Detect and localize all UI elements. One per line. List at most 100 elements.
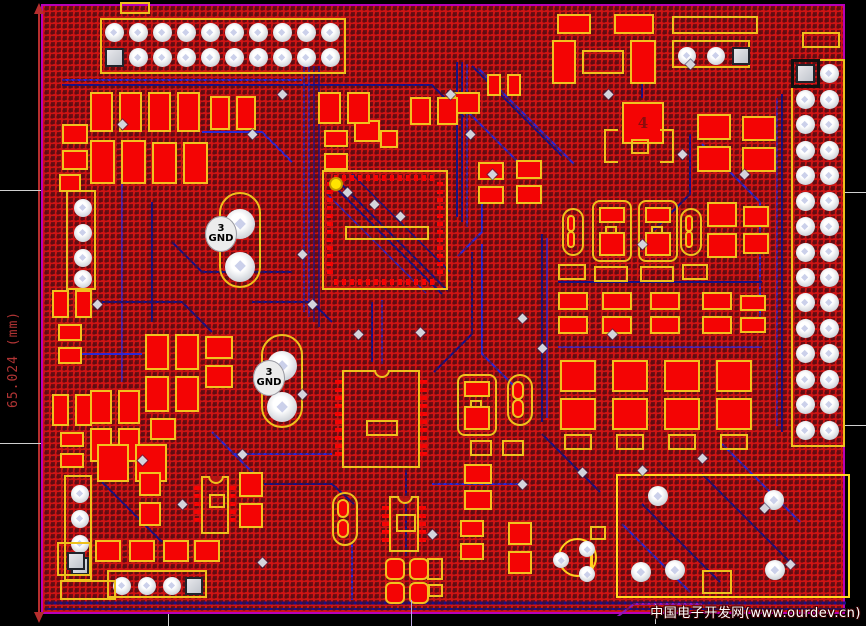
smd-component[interactable] <box>52 290 92 318</box>
smd-pad[interactable] <box>163 540 189 562</box>
smd-pad[interactable] <box>409 582 429 604</box>
silkscreen-outline[interactable] <box>60 580 116 600</box>
transistor[interactable] <box>553 538 602 582</box>
via[interactable] <box>353 329 364 340</box>
silkscreen-outline[interactable] <box>558 264 586 280</box>
smd-component[interactable] <box>560 360 596 430</box>
silkscreen-outline[interactable] <box>428 584 443 597</box>
smd-component[interactable] <box>516 160 542 204</box>
via[interactable] <box>517 479 528 490</box>
capacitor[interactable] <box>680 208 702 256</box>
smd-component[interactable] <box>707 202 737 258</box>
silkscreen-outline[interactable] <box>631 139 649 154</box>
via[interactable] <box>247 129 258 140</box>
connector[interactable] <box>672 40 750 68</box>
smd-component[interactable] <box>318 92 370 124</box>
via[interactable] <box>427 529 438 540</box>
smd-component[interactable] <box>487 74 521 96</box>
smd-component[interactable] <box>740 295 766 333</box>
smd-component[interactable] <box>62 124 88 170</box>
smd-component[interactable] <box>508 522 532 574</box>
smd-component[interactable] <box>743 206 769 254</box>
smd-pad[interactable] <box>95 540 121 562</box>
smd-component[interactable] <box>664 360 700 430</box>
via[interactable] <box>257 557 268 568</box>
via[interactable] <box>297 249 308 260</box>
smd-component[interactable] <box>210 96 256 130</box>
silkscreen-outline[interactable] <box>582 50 624 74</box>
smd-component[interactable] <box>90 92 142 132</box>
silkscreen-outline[interactable] <box>802 32 840 48</box>
through-hole-pad[interactable] <box>665 560 685 580</box>
silkscreen-outline[interactable] <box>594 266 628 282</box>
silkscreen-outline[interactable] <box>616 434 644 450</box>
electrolytic-capacitor[interactable] <box>457 374 497 436</box>
via[interactable] <box>677 149 688 160</box>
smd-component[interactable] <box>410 97 458 125</box>
smd-component[interactable] <box>90 140 146 184</box>
smd-pad[interactable] <box>552 40 576 84</box>
smd-pad[interactable] <box>385 558 405 580</box>
ic-chip[interactable] <box>382 496 426 552</box>
smd-component[interactable] <box>460 520 484 560</box>
silkscreen-outline[interactable] <box>427 558 443 580</box>
pin-header[interactable] <box>790 59 845 447</box>
smd-pad[interactable] <box>409 558 429 580</box>
silkscreen-outline[interactable] <box>502 440 524 456</box>
smd-component[interactable] <box>650 292 680 334</box>
smd-component[interactable] <box>205 336 233 388</box>
silkscreen-outline[interactable] <box>672 16 758 34</box>
smd-component[interactable] <box>58 324 82 364</box>
via[interactable] <box>177 499 188 510</box>
smd-component[interactable] <box>602 292 632 334</box>
via[interactable] <box>537 343 548 354</box>
silkscreen-outline[interactable] <box>470 440 492 456</box>
smd-component[interactable] <box>464 464 492 510</box>
smd-component[interactable] <box>145 376 199 412</box>
electrolytic-capacitor[interactable] <box>592 200 632 262</box>
silkscreen-outline[interactable] <box>590 526 606 540</box>
silkscreen-outline[interactable] <box>120 2 150 14</box>
via[interactable] <box>603 89 614 100</box>
smd-pad[interactable] <box>59 174 81 192</box>
smd-component[interactable] <box>716 360 752 430</box>
smd-pad[interactable] <box>630 40 656 84</box>
smd-component[interactable] <box>148 92 200 132</box>
smd-component[interactable] <box>52 394 92 426</box>
via[interactable] <box>307 299 318 310</box>
pin-header[interactable] <box>100 18 346 74</box>
capacitor[interactable] <box>562 208 584 256</box>
capacitor[interactable] <box>332 492 358 546</box>
smd-pad[interactable] <box>557 14 591 34</box>
capacitor[interactable] <box>507 374 533 426</box>
via[interactable] <box>517 313 528 324</box>
smd-pad[interactable] <box>194 540 220 562</box>
via[interactable] <box>465 129 476 140</box>
connector[interactable] <box>107 570 207 598</box>
silkscreen-outline[interactable] <box>682 264 708 280</box>
via[interactable] <box>415 327 426 338</box>
smd-component[interactable] <box>139 472 161 526</box>
ic-chip[interactable] <box>194 476 236 534</box>
smd-pad[interactable] <box>385 582 405 604</box>
connector[interactable] <box>57 542 91 576</box>
smd-component[interactable] <box>239 472 263 528</box>
via[interactable] <box>577 467 588 478</box>
electrolytic-capacitor[interactable] <box>638 200 678 262</box>
smd-pad[interactable] <box>380 130 398 148</box>
via[interactable] <box>92 299 103 310</box>
via[interactable] <box>697 453 708 464</box>
silkscreen-outline[interactable] <box>564 434 592 450</box>
silkscreen-outline[interactable] <box>668 434 696 450</box>
smd-pad[interactable] <box>150 418 176 440</box>
smd-pad[interactable] <box>614 14 654 34</box>
smd-component[interactable] <box>152 142 208 184</box>
smd-component[interactable] <box>558 292 588 334</box>
smd-component[interactable] <box>742 116 776 172</box>
through-hole-pad[interactable] <box>765 560 785 580</box>
smd-component[interactable] <box>478 162 504 204</box>
silkscreen-outline[interactable] <box>720 434 748 450</box>
